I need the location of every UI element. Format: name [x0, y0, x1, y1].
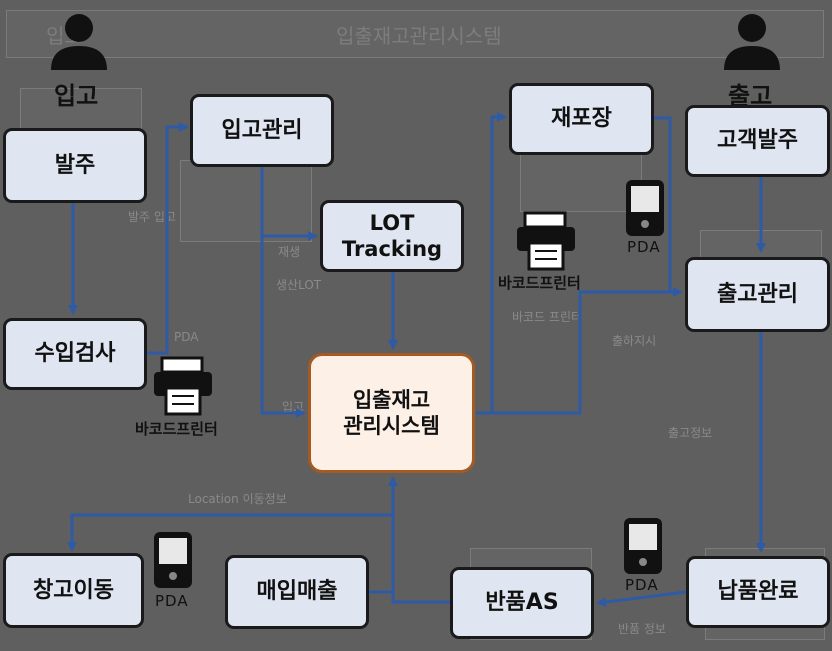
bg-label-order-in: 발주 입고 — [128, 210, 176, 224]
pda-label-bottom-right: PDA — [625, 576, 659, 594]
transfer-label: 창고이동 — [33, 577, 114, 603]
warehouse-transfer-node[interactable]: 창고이동 — [3, 553, 144, 628]
shipping-node[interactable]: 출고관리 — [685, 257, 830, 332]
system-label-line1: 입출재고 — [352, 387, 431, 412]
bg-label-ship-info: 출고정보 — [668, 426, 713, 440]
system-label-line2: 관리시스템 — [343, 414, 440, 438]
bg-label-regen: 재생 — [278, 245, 301, 259]
pda-icon-bottom-left — [154, 532, 192, 588]
printer-icon-right — [517, 211, 575, 271]
bg-title: 입출재고관리시스템 — [336, 24, 502, 48]
pda-icon-top — [626, 180, 664, 236]
customer-order-node[interactable]: 고객발주 — [685, 105, 830, 177]
arrow-repack-to-shipping — [654, 116, 672, 292]
delivery-node[interactable]: 납품완료 — [686, 556, 830, 628]
arrow-system-to-transfer — [67, 513, 393, 552]
bg-label-printer: 바코드 프린터 — [512, 310, 583, 324]
inbound-person-icon — [51, 14, 107, 70]
receiving-label: 입고관리 — [221, 117, 303, 143]
returns-label: 반품AS — [485, 590, 559, 616]
order-label: 발주 — [54, 152, 96, 178]
bg-label-location: Location 이동정보 — [188, 492, 287, 506]
pda-label-bottom-left: PDA — [155, 592, 189, 610]
printer-icon-left — [154, 356, 212, 416]
printer-label-left: 바코드프린터 — [135, 420, 218, 438]
purchase-sales-node[interactable]: 매입매출 — [225, 555, 369, 629]
bg-box-2 — [180, 160, 312, 242]
arrow-delivery-to-returns — [596, 590, 687, 607]
purchase-sales-label: 매입매출 — [256, 579, 338, 605]
lot-label-line2: Tracking — [341, 237, 443, 261]
returns-node[interactable]: 반품AS — [450, 567, 594, 639]
lot-label-line1: LOT — [369, 210, 415, 235]
bg-label-return-info: 반품 정보 — [618, 622, 666, 636]
inventory-system-node[interactable]: 입출재고 관리시스템 — [308, 353, 475, 473]
bg-label-ship-order: 출하지시 — [612, 334, 657, 348]
inspection-node[interactable]: 수입검사 — [3, 318, 147, 390]
receiving-node[interactable]: 입고관리 — [190, 94, 334, 167]
outbound-person-icon — [724, 14, 780, 70]
arrow-inspection-to-receiving — [147, 122, 189, 355]
shipping-label: 출고관리 — [717, 281, 798, 307]
order-node[interactable]: 발주 — [3, 128, 147, 203]
bg-label-pda: PDA — [174, 330, 199, 344]
arrow-receiving-to-lot — [260, 167, 318, 241]
arrow-system-to-shipping — [492, 287, 683, 415]
arrow-returns-to-system — [388, 476, 450, 604]
pda-icon-bottom-right — [624, 518, 662, 574]
lot-tracking-node[interactable]: LOT Tracking — [320, 200, 464, 272]
customer-order-label: 고객발주 — [717, 128, 798, 154]
arrow-system-to-repack — [476, 112, 507, 415]
arrow-receiving-to-system — [260, 236, 306, 418]
repack-label: 재포장 — [551, 106, 612, 132]
repack-node[interactable]: 재포장 — [509, 83, 654, 155]
bg-title-bar — [6, 10, 824, 58]
printer-label-right: 바코드프린터 — [498, 274, 581, 292]
inbound-role-label: 입고 — [54, 82, 99, 110]
delivery-label: 납품완료 — [717, 579, 799, 605]
bg-label-lot: 생산LOT — [276, 278, 322, 292]
inspection-label: 수입검사 — [34, 341, 116, 367]
pda-label-top: PDA — [627, 238, 661, 256]
